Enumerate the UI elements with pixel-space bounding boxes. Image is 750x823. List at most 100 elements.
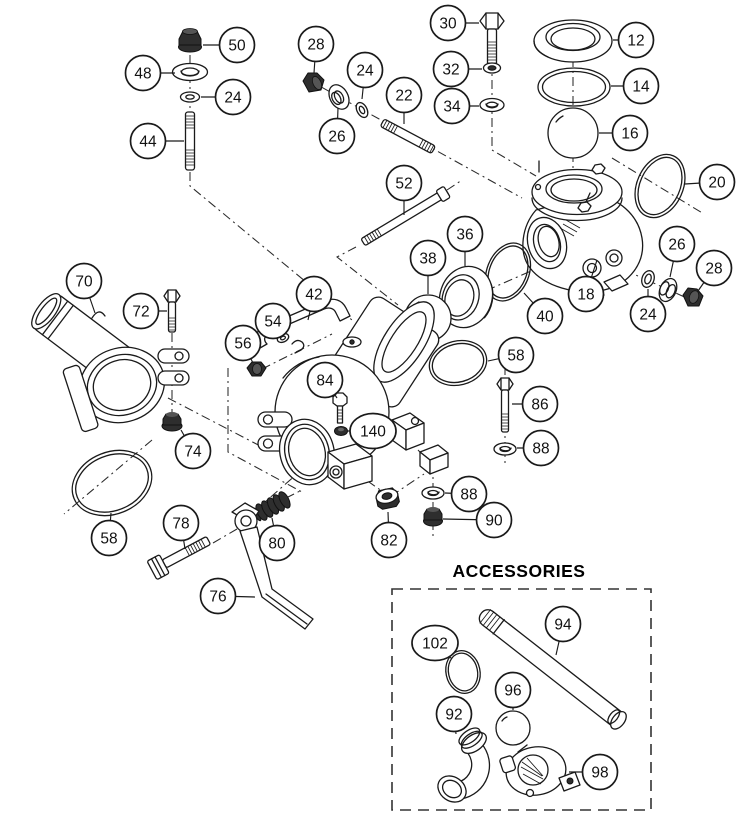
part-nut-82 [375, 487, 400, 510]
svg-text:18: 18 [577, 287, 594, 304]
accessories-box [391, 588, 652, 811]
balloon-24-21: 24 [629, 289, 667, 333]
svg-text:82: 82 [380, 533, 397, 550]
part-nut-90 [423, 507, 443, 527]
part-washer-26-left [328, 84, 350, 110]
balloon-94-42: 94 [544, 605, 582, 656]
part-stud-52 [361, 186, 451, 246]
balloon-58-23: 58 [487, 336, 535, 374]
part-seat-36 [438, 265, 494, 329]
part-washer-26-right [658, 277, 678, 303]
svg-text:30: 30 [439, 16, 457, 33]
svg-text:40: 40 [536, 309, 554, 326]
svg-text:20: 20 [708, 175, 726, 192]
balloon-76-40: 76 [199, 577, 256, 615]
svg-text:78: 78 [172, 516, 189, 533]
balloon-52-15: 52 [385, 164, 423, 215]
accessories-section: ACCESSORIES [391, 561, 652, 811]
svg-text:42: 42 [305, 287, 322, 304]
part-nut-50 [178, 28, 202, 53]
accessories-title: ACCESSORIES [453, 561, 586, 581]
balloon-84-29: 84 [306, 361, 344, 399]
balloon-86-31: 86 [512, 385, 559, 423]
part-o-ring-40 [484, 242, 532, 302]
part-o-ring-14 [537, 67, 611, 107]
svg-text:96: 96 [504, 683, 521, 700]
svg-text:56: 56 [234, 336, 251, 353]
part-stud-22 [380, 119, 436, 154]
balloon-50-0: 50 [203, 26, 256, 64]
svg-text:14: 14 [632, 79, 650, 96]
part-bolt-86 [496, 377, 514, 433]
svg-text:52: 52 [395, 176, 412, 193]
svg-text:84: 84 [316, 373, 334, 390]
balloon-22-6: 22 [385, 76, 423, 124]
part-ball-96 [495, 710, 531, 746]
balloon-74-33: 74 [174, 429, 212, 470]
part-nut-28-right [682, 287, 704, 307]
balloon-18-20: 18 [567, 259, 605, 313]
balloon-58-34: 58 [90, 512, 128, 557]
svg-text:24: 24 [356, 63, 374, 80]
balloon-92-44: 92 [435, 695, 473, 735]
svg-text:102: 102 [422, 636, 448, 653]
svg-text:94: 94 [554, 617, 572, 634]
svg-text:140: 140 [360, 424, 386, 441]
svg-text:80: 80 [268, 536, 286, 553]
balloon-88-35: 88 [444, 475, 488, 513]
svg-text:28: 28 [307, 37, 324, 54]
part-washer-32 [482, 62, 502, 74]
part-stud-44 [184, 111, 196, 171]
svg-text:88: 88 [532, 441, 549, 458]
part-washer-24-right [641, 270, 655, 288]
svg-text:26: 26 [668, 237, 685, 254]
balloon-90-36: 90 [442, 501, 513, 539]
balloon-56-28: 56 [224, 324, 262, 364]
balloon-16-13: 16 [599, 114, 649, 152]
balloon-140-30: 140 [348, 412, 397, 450]
svg-text:48: 48 [134, 66, 151, 83]
part-handle-76 [231, 502, 314, 630]
svg-text:98: 98 [591, 765, 608, 782]
balloon-34-10: 34 [433, 87, 479, 125]
part-nut-140 [334, 426, 348, 436]
svg-text:88: 88 [460, 487, 477, 504]
part-bolt-72 [163, 289, 181, 333]
part-ball-16 [547, 107, 599, 159]
part-nut-56 [246, 361, 267, 377]
balloon-102-41: 102 [411, 624, 459, 662]
svg-text:58: 58 [507, 348, 524, 365]
part-nut-28-left [302, 72, 325, 93]
part-spring-80 [252, 491, 291, 522]
svg-text:54: 54 [264, 314, 282, 331]
svg-text:44: 44 [139, 134, 157, 151]
part-washer-88-lower [421, 486, 445, 500]
part-o-ring-58-lower [71, 449, 153, 517]
svg-text:90: 90 [485, 513, 503, 530]
balloon-82-39: 82 [370, 511, 408, 559]
balloon-24-5: 24 [346, 51, 384, 100]
part-washer-48 [171, 62, 209, 82]
svg-text:16: 16 [621, 126, 638, 143]
balloon-28-19: 28 [695, 249, 733, 292]
svg-text:58: 58 [100, 531, 117, 548]
svg-text:24: 24 [224, 90, 242, 107]
part-elbow-70 [31, 293, 190, 433]
balloon-14-12: 14 [611, 67, 660, 105]
svg-text:72: 72 [132, 304, 149, 321]
balloon-88-32: 88 [517, 429, 560, 467]
part-o-ring-20 [634, 153, 686, 219]
balloon-80-38: 80 [258, 517, 296, 562]
balloon-28-4: 28 [297, 25, 335, 74]
balloon-layer: 5048244428242226303234121416205236382628… [65, 4, 736, 791]
svg-text:50: 50 [228, 38, 246, 55]
part-o-ring-102 [445, 650, 481, 694]
balloon-24-2: 24 [201, 78, 252, 116]
balloon-78-37: 78 [162, 504, 200, 550]
part-nut-74 [161, 412, 183, 432]
svg-text:92: 92 [445, 707, 462, 724]
part-clamp-98 [499, 744, 581, 798]
balloon-26-18: 26 [658, 225, 696, 278]
